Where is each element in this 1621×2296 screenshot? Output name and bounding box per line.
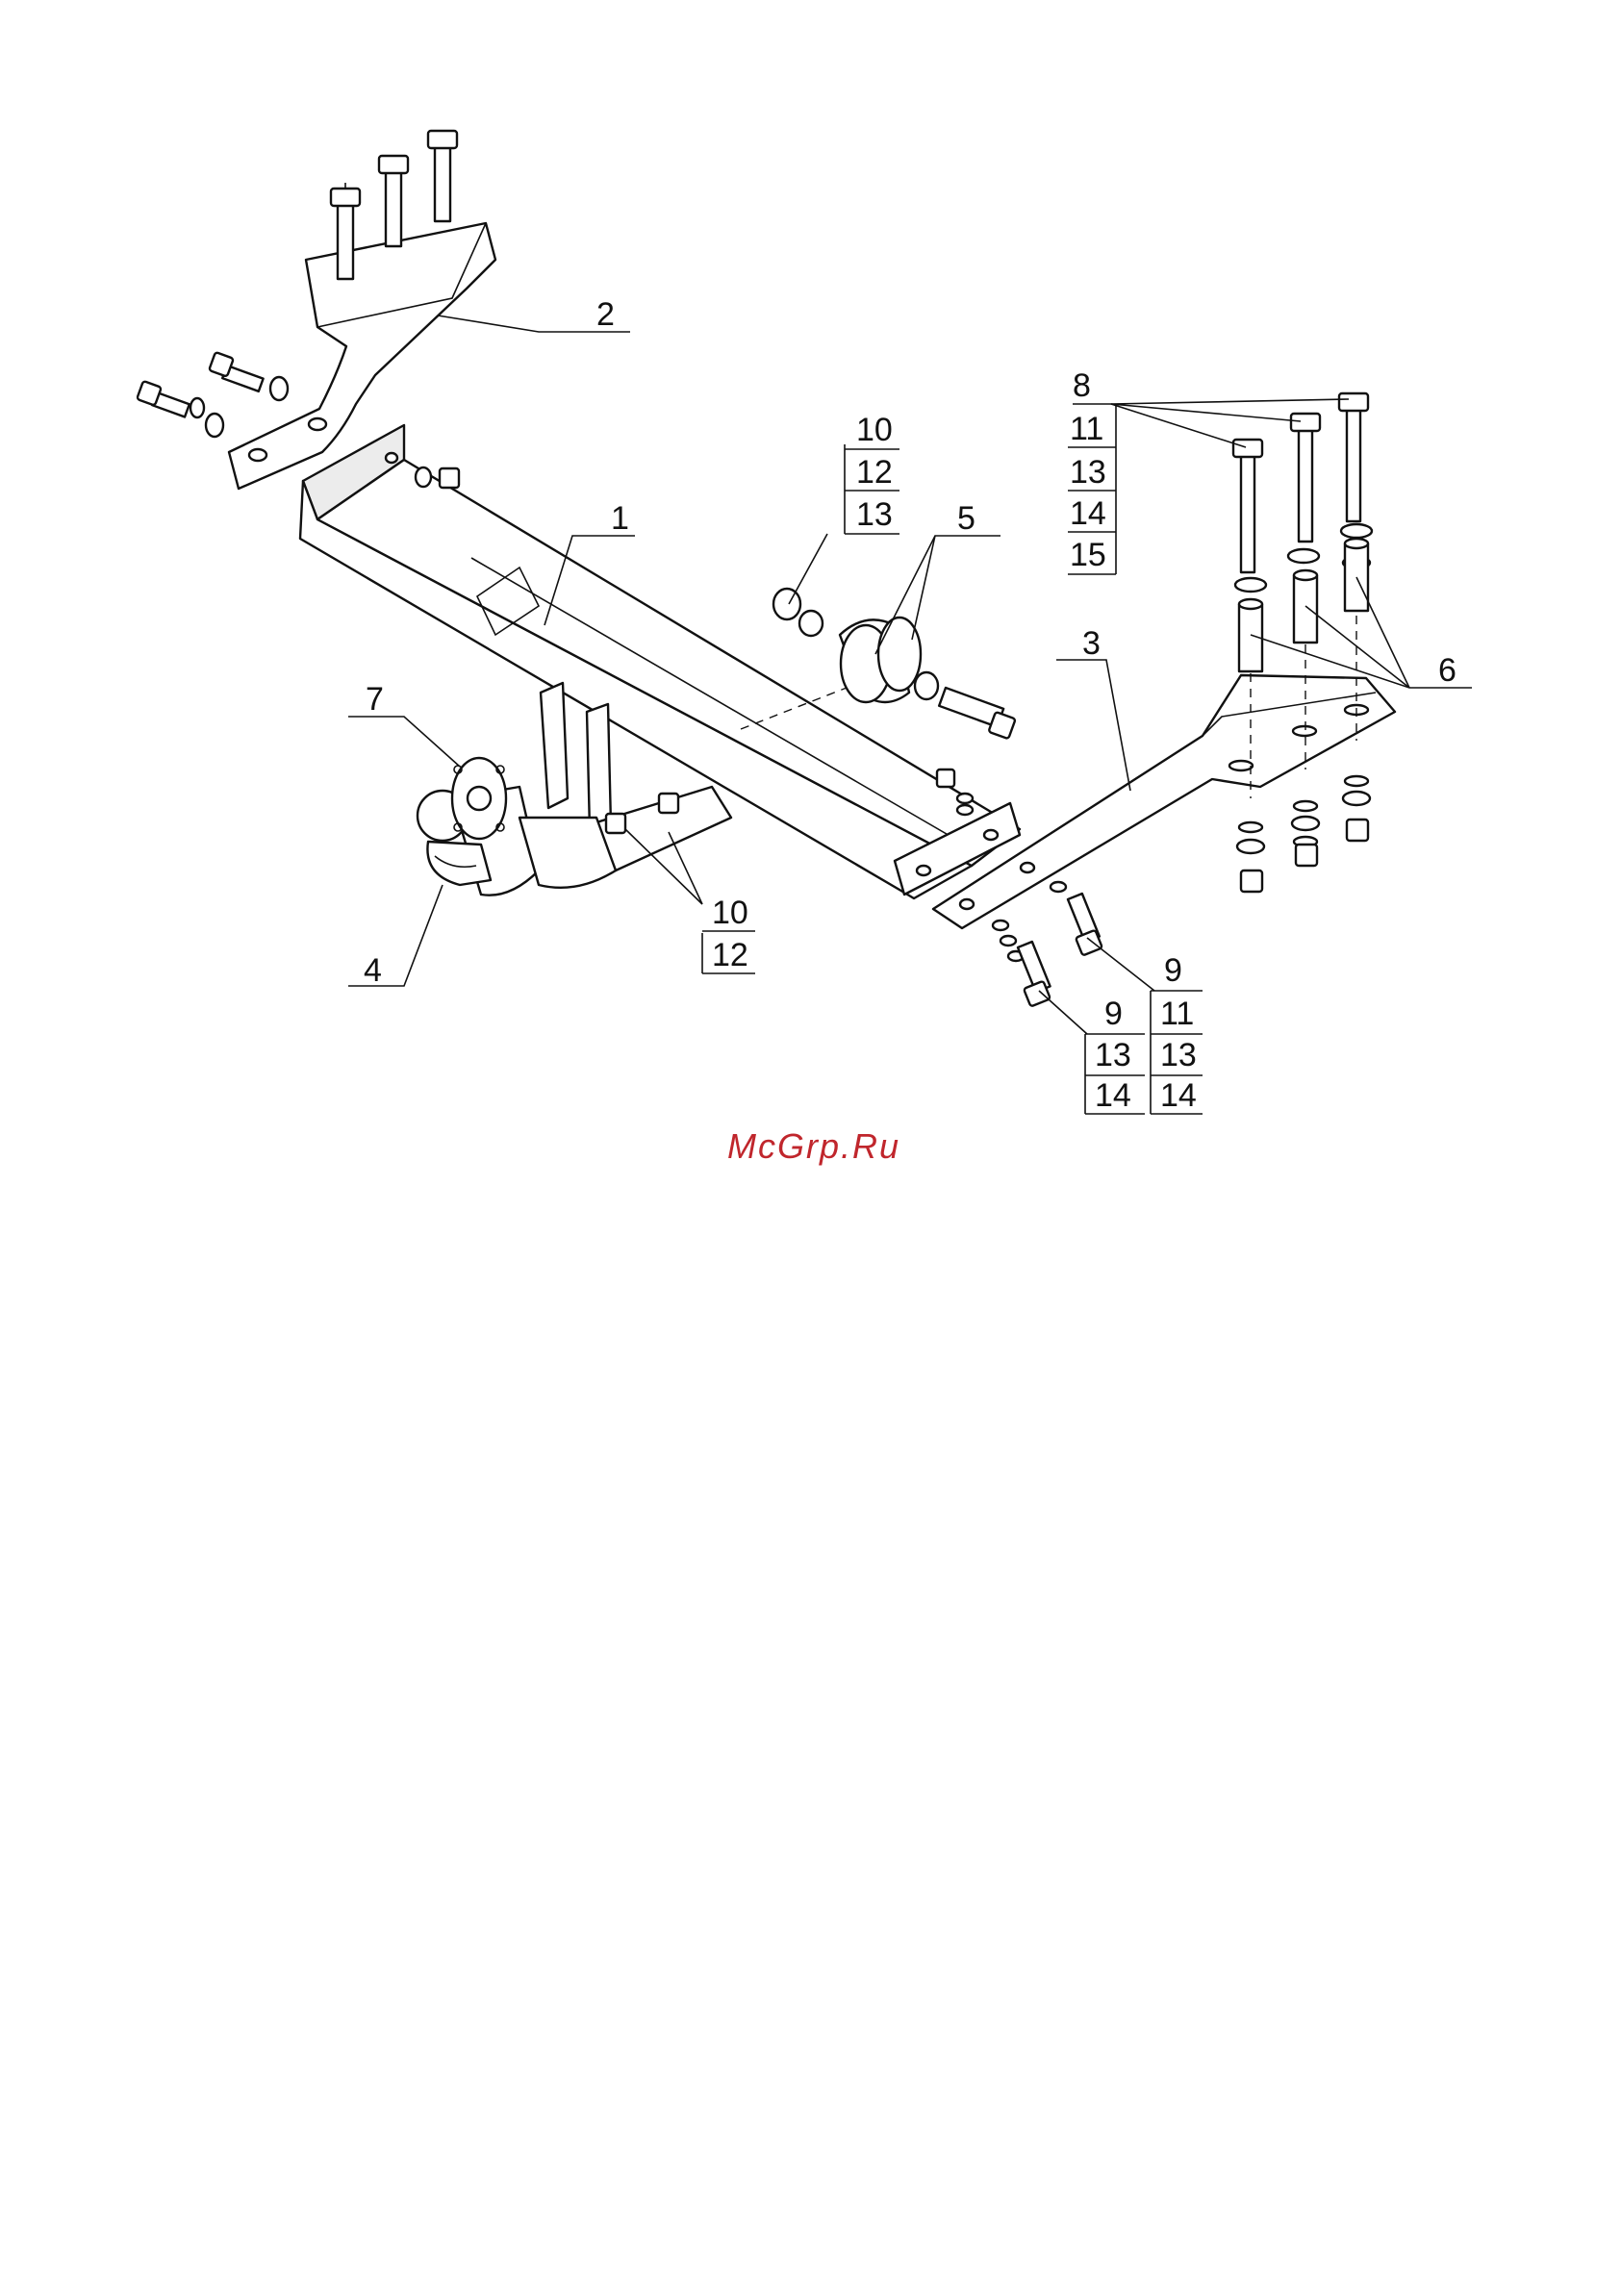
callout-10-b: 10 xyxy=(712,895,748,931)
callout-5: 5 xyxy=(957,500,975,537)
callout-13-right: 13 xyxy=(1160,1037,1197,1073)
callout-8: 8 xyxy=(1073,367,1091,404)
callout-4: 4 xyxy=(364,952,382,989)
callout-12-a: 12 xyxy=(856,454,893,491)
callout-11-g8: 11 xyxy=(1070,411,1103,447)
bolt xyxy=(428,131,457,221)
callout-12-b: 12 xyxy=(712,937,748,973)
callout-9-left: 9 xyxy=(1104,996,1123,1032)
callout-3: 3 xyxy=(1082,625,1101,662)
callout-14-g8: 14 xyxy=(1070,495,1106,532)
callout-15-g8: 15 xyxy=(1070,537,1106,573)
callout-10-a: 10 xyxy=(856,412,893,448)
callout-9-right: 9 xyxy=(1164,952,1182,989)
part-2-left-bracket xyxy=(137,131,495,489)
callout-11-right: 11 xyxy=(1160,996,1194,1032)
side-bolt-lower xyxy=(137,381,223,437)
bolt xyxy=(379,156,408,246)
callout-1: 1 xyxy=(611,500,629,537)
watermark-text: McGrp.Ru xyxy=(727,1126,900,1166)
callout-14-right: 14 xyxy=(1160,1077,1197,1114)
callout-2: 2 xyxy=(596,296,615,333)
callout-13-left: 13 xyxy=(1095,1037,1131,1073)
callout-7: 7 xyxy=(366,681,384,718)
nuts-and-washers-right xyxy=(1237,776,1370,892)
side-bolt-upper xyxy=(209,352,288,400)
callout-6: 6 xyxy=(1438,652,1456,689)
callout-13-g8: 13 xyxy=(1070,454,1106,491)
callout-14-left: 14 xyxy=(1095,1077,1131,1114)
callout-13-a: 13 xyxy=(856,496,893,533)
